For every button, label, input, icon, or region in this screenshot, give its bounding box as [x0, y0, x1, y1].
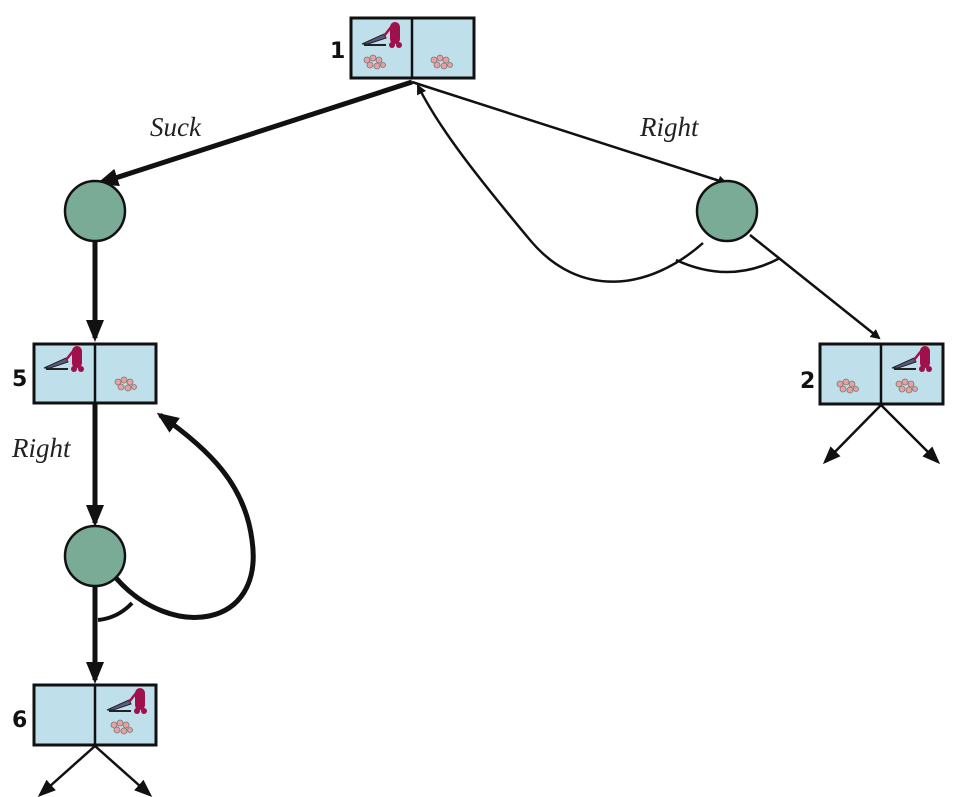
action-label-suck: Suck [150, 112, 202, 142]
state-2: 2 [800, 342, 945, 406]
action-label-right-left: Right [11, 433, 72, 463]
edge-loop-to-state-1 [416, 84, 704, 283]
or-node-right-top [695, 179, 759, 243]
edge-loop-to-state-5 [114, 412, 256, 620]
edge-right-top [411, 80, 728, 186]
state-1: 1 [330, 16, 476, 80]
state-number: 6 [12, 708, 27, 733]
state-number: 1 [330, 39, 345, 64]
edge-state-6-out-left [37, 745, 96, 797]
and-arc-left [97, 601, 134, 622]
or-node-suck [63, 179, 127, 243]
edge-state-2-out-left [822, 404, 882, 465]
edge-state-6-out-right [94, 745, 153, 797]
state-5: 5 [12, 342, 158, 405]
edge-suck [96, 79, 413, 187]
state-number: 2 [800, 369, 815, 394]
or-node-right-left [63, 524, 127, 588]
edge-state-2-out-right [880, 404, 941, 465]
state-number: 5 [12, 367, 27, 392]
and-arc-right [675, 256, 781, 274]
edge-to-state-2 [749, 234, 881, 340]
state-6: 6 [12, 683, 158, 747]
action-label-right-top: Right [639, 112, 700, 142]
